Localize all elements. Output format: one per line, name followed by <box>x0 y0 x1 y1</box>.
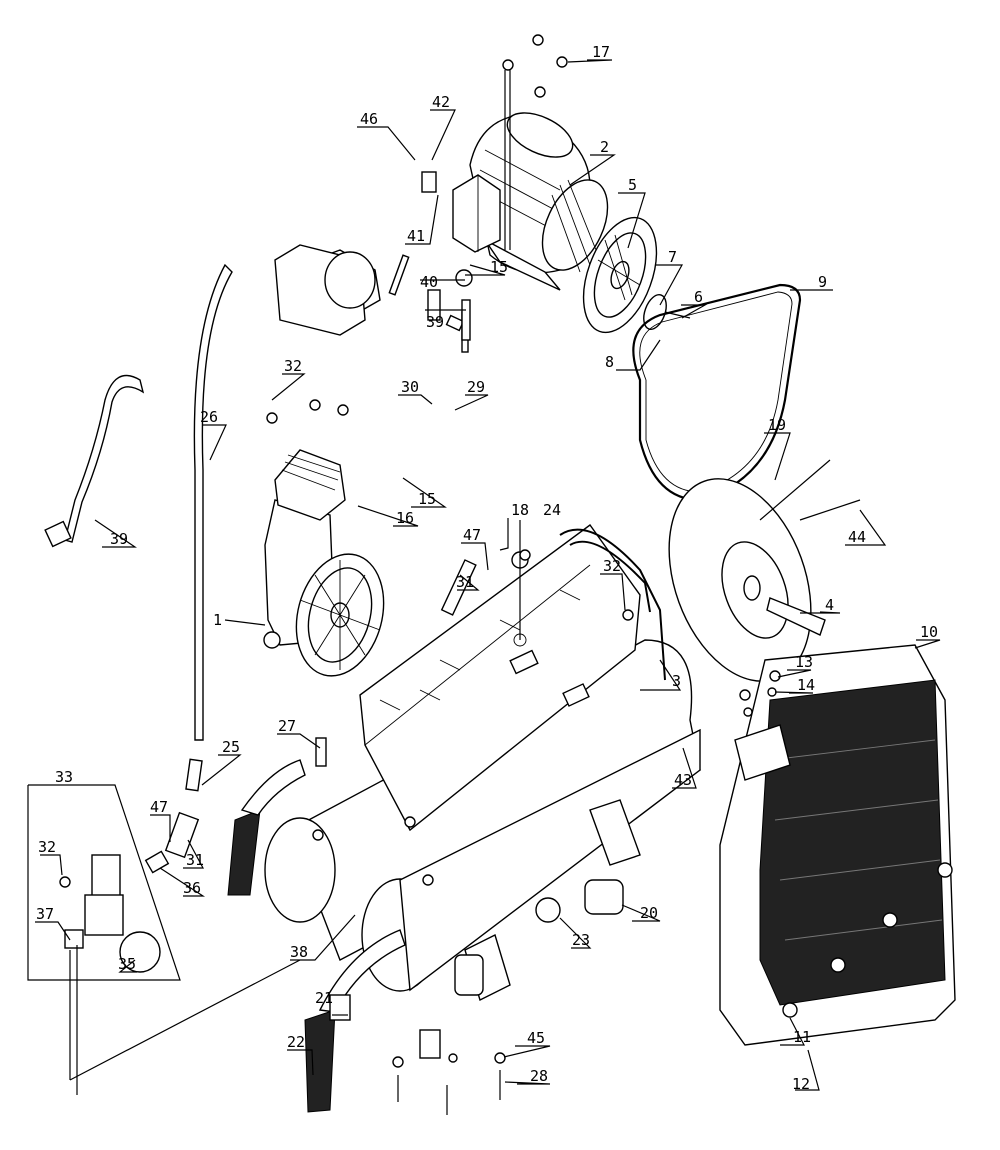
callout-label: 43 <box>674 771 692 789</box>
callout-label: 41 <box>407 227 425 245</box>
fittings-illustration <box>59 34 953 1115</box>
callout-label: 18 <box>511 501 529 519</box>
callout-labels: 1 2 3 4 5 6 7 8 9 10 11 12 13 14 15 15 1… <box>36 43 938 1093</box>
callout-label: 46 <box>360 110 378 128</box>
callout-label: 1 <box>213 611 222 629</box>
callout-label: 26 <box>200 408 218 426</box>
callout-label: 37 <box>36 905 54 923</box>
tank-illustration <box>264 524 701 1001</box>
callout-label: 47 <box>150 798 168 816</box>
foot-pad-illustration <box>227 809 261 896</box>
callout-label: 15 <box>418 490 436 508</box>
callout-label: 15 <box>490 258 508 276</box>
callout-label: 28 <box>530 1067 548 1085</box>
callout-label: 10 <box>920 623 938 641</box>
callout-label: 29 <box>467 378 485 396</box>
callout-label: 33 <box>55 768 73 786</box>
callout-label: 7 <box>668 248 677 266</box>
callout-label: 25 <box>222 738 240 756</box>
callout-label: 13 <box>795 653 813 671</box>
callout-label: 22 <box>287 1033 305 1051</box>
callout-label: 36 <box>183 879 201 897</box>
callout-label: 5 <box>628 176 637 194</box>
pump-illustration <box>263 244 385 677</box>
leader-lines <box>35 59 941 1091</box>
callout-label: 32 <box>603 557 621 575</box>
callout-label: 6 <box>694 288 703 306</box>
callout-label: 23 <box>572 931 590 949</box>
callout-label: 24 <box>543 501 561 519</box>
callout-label: 3 <box>672 672 681 690</box>
callout-label: 47 <box>463 526 481 544</box>
callout-label: 45 <box>527 1029 545 1047</box>
regulator-assembly-illustration <box>27 784 301 1095</box>
callout-label: 4 <box>825 596 834 614</box>
callout-label: 39 <box>426 313 444 331</box>
callout-label: 8 <box>605 353 614 371</box>
callout-label: 44 <box>848 528 866 546</box>
callout-label: 14 <box>797 676 815 694</box>
callout-label: 16 <box>396 509 414 527</box>
callout-label: 35 <box>118 955 136 973</box>
wheel-illustration <box>668 459 861 682</box>
callout-label: 39 <box>110 530 128 548</box>
callout-label: 40 <box>420 273 438 291</box>
callout-label: 31 <box>186 851 204 869</box>
callout-label: 30 <box>401 378 419 396</box>
callout-label: 27 <box>278 717 296 735</box>
callout-label: 11 <box>793 1028 811 1046</box>
pulley-hub-illustration <box>643 294 691 330</box>
callout-label: 32 <box>284 357 302 375</box>
callout-label: 20 <box>640 904 658 922</box>
callout-label: 17 <box>592 43 610 61</box>
motor-illustration <box>452 70 609 291</box>
callout-label: 42 <box>432 93 450 111</box>
hose-illustration <box>193 263 233 741</box>
front-grille-illustration <box>719 644 956 1046</box>
callout-label: 38 <box>290 943 308 961</box>
callout-label: 32 <box>38 838 56 856</box>
callout-label: 9 <box>818 273 827 291</box>
motor-pulley-illustration <box>582 216 658 334</box>
callout-label: 21 <box>315 989 333 1007</box>
callout-label: 19 <box>768 416 786 434</box>
callout-label: 12 <box>792 1075 810 1093</box>
callout-label: 31 <box>456 573 474 591</box>
callout-label: 2 <box>600 138 609 156</box>
belt-illustration <box>632 283 802 502</box>
power-cord-illustration <box>64 374 145 543</box>
